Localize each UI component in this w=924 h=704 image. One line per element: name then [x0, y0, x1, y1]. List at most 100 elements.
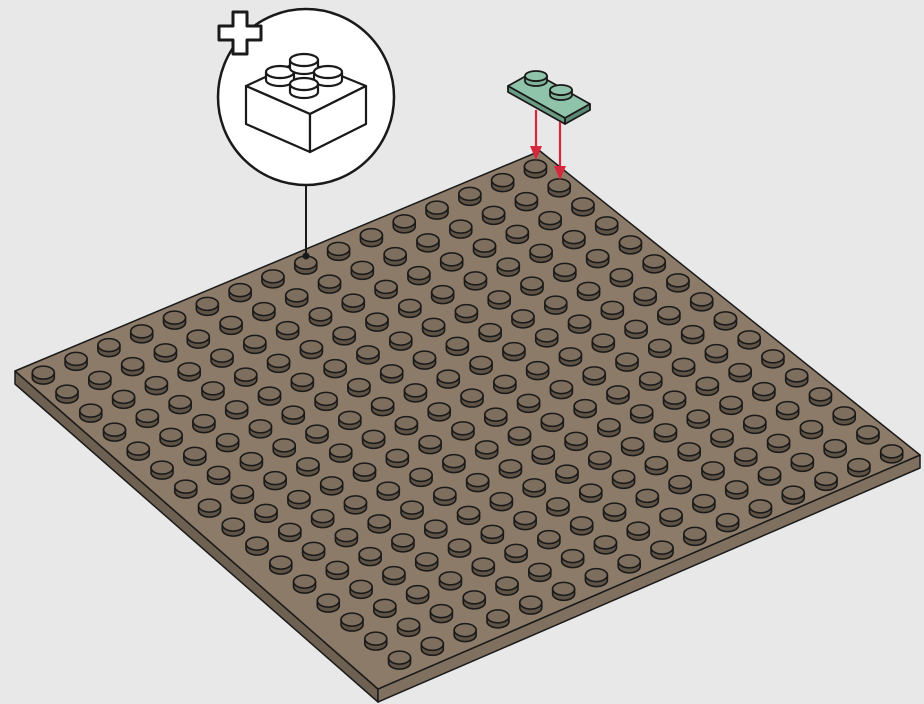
baseplate-stud — [682, 326, 704, 344]
baseplate-stud — [408, 267, 430, 285]
baseplate-stud — [705, 345, 727, 363]
baseplate-stud — [350, 580, 372, 598]
baseplate-stud — [691, 293, 713, 311]
baseplate-stud — [390, 332, 412, 350]
baseplate-stud — [184, 447, 206, 465]
baseplate-stud — [273, 439, 295, 457]
baseplate-stud — [291, 373, 313, 391]
baseplate-stud — [461, 389, 483, 407]
baseplate-stud — [762, 350, 784, 368]
baseplate-stud — [199, 499, 221, 517]
baseplate-stud — [366, 313, 388, 331]
baseplate-stud — [547, 498, 569, 516]
baseplate-stud — [335, 529, 357, 547]
baseplate-stud — [220, 316, 242, 334]
baseplate-stud — [464, 272, 486, 290]
baseplate-stud — [262, 270, 284, 288]
baseplate-stud — [360, 229, 382, 247]
baseplate-stud — [536, 329, 558, 347]
baseplate-stud — [264, 472, 286, 490]
baseplate-stud — [660, 508, 682, 526]
baseplate-stud — [556, 465, 578, 483]
baseplate-stud — [559, 348, 581, 366]
baseplate-stud — [425, 520, 447, 538]
baseplate-stud — [548, 179, 570, 197]
baseplate-stud — [616, 353, 638, 371]
baseplate-stud — [309, 308, 331, 326]
baseplate-stud — [56, 385, 78, 403]
baseplate-stud — [634, 288, 656, 306]
baseplate-stud — [196, 297, 218, 315]
baseplate-stud — [145, 377, 167, 395]
baseplate-stud — [550, 381, 572, 399]
baseplate-stud — [136, 409, 158, 427]
baseplate-stud — [786, 369, 808, 387]
baseplate-stud — [417, 234, 439, 252]
baseplate-stud — [175, 480, 197, 498]
baseplate-stud — [178, 363, 200, 381]
baseplate-stud — [481, 525, 503, 543]
baseplate-stud — [392, 534, 414, 552]
baseplate-stud — [578, 282, 600, 300]
baseplate-stud — [328, 242, 350, 260]
baseplate-stud — [368, 515, 390, 533]
baseplate-stud — [497, 258, 519, 276]
baseplate-stud — [401, 501, 423, 519]
baseplate-stud — [604, 503, 626, 521]
baseplate-stud — [483, 206, 505, 224]
baseplate-stud — [759, 467, 781, 485]
baseplate-stud — [414, 351, 436, 369]
baseplate-stud — [492, 174, 514, 192]
baseplate-stud — [454, 624, 476, 642]
baseplate-stud — [288, 491, 310, 509]
baseplate-stud — [217, 434, 239, 452]
baseplate-stud — [240, 453, 262, 471]
baseplate-stud — [259, 387, 281, 405]
baseplate-stud — [151, 461, 173, 479]
baseplate-stud — [726, 481, 748, 499]
baseplate-stud — [439, 572, 461, 590]
baseplate-stud — [222, 518, 244, 536]
baseplate-stud — [306, 425, 328, 443]
baseplate-stud — [505, 544, 527, 562]
baseplate-stud — [777, 402, 799, 420]
baseplate-stud — [127, 442, 149, 460]
baseplate-stud — [881, 445, 903, 463]
baseplate-stud — [627, 522, 649, 540]
baseplate-stud — [348, 379, 370, 397]
baseplate-stud — [193, 415, 215, 433]
baseplate-stud — [658, 307, 680, 325]
baseplate-stud — [539, 212, 561, 230]
baseplate-stud — [441, 253, 463, 271]
baseplate-stud — [472, 558, 494, 576]
baseplate-stud — [365, 632, 387, 650]
baseplate-stud — [458, 506, 480, 524]
baseplate-stud — [339, 411, 361, 429]
baseplate-stud — [398, 618, 420, 636]
baseplate-stud — [518, 394, 540, 412]
baseplate-stud — [598, 419, 620, 437]
baseplate-stud — [131, 325, 153, 343]
baseplate-stud — [377, 482, 399, 500]
baseplate-stud — [515, 193, 537, 211]
baseplate-stud — [268, 354, 290, 372]
baseplate-stud — [319, 275, 341, 293]
baseplate-stud — [202, 382, 224, 400]
baseplate-stud — [372, 398, 394, 416]
baseplate-stud — [514, 512, 536, 530]
baseplate-stud — [410, 468, 432, 486]
baseplate-stud — [389, 651, 411, 669]
baseplate-stud — [357, 346, 379, 364]
baseplate-stud — [625, 320, 647, 338]
baseplate-stud — [768, 434, 790, 452]
baseplate-stud — [833, 407, 855, 425]
baseplate-stud — [572, 198, 594, 216]
baseplate-stud — [375, 280, 397, 298]
baseplate-stud — [229, 284, 251, 302]
baseplate-stud — [80, 404, 102, 422]
baseplate-stud — [404, 384, 426, 402]
baseplate-stud — [282, 406, 304, 424]
baseplate-stud — [479, 324, 501, 342]
baseplate-stud — [645, 457, 667, 475]
